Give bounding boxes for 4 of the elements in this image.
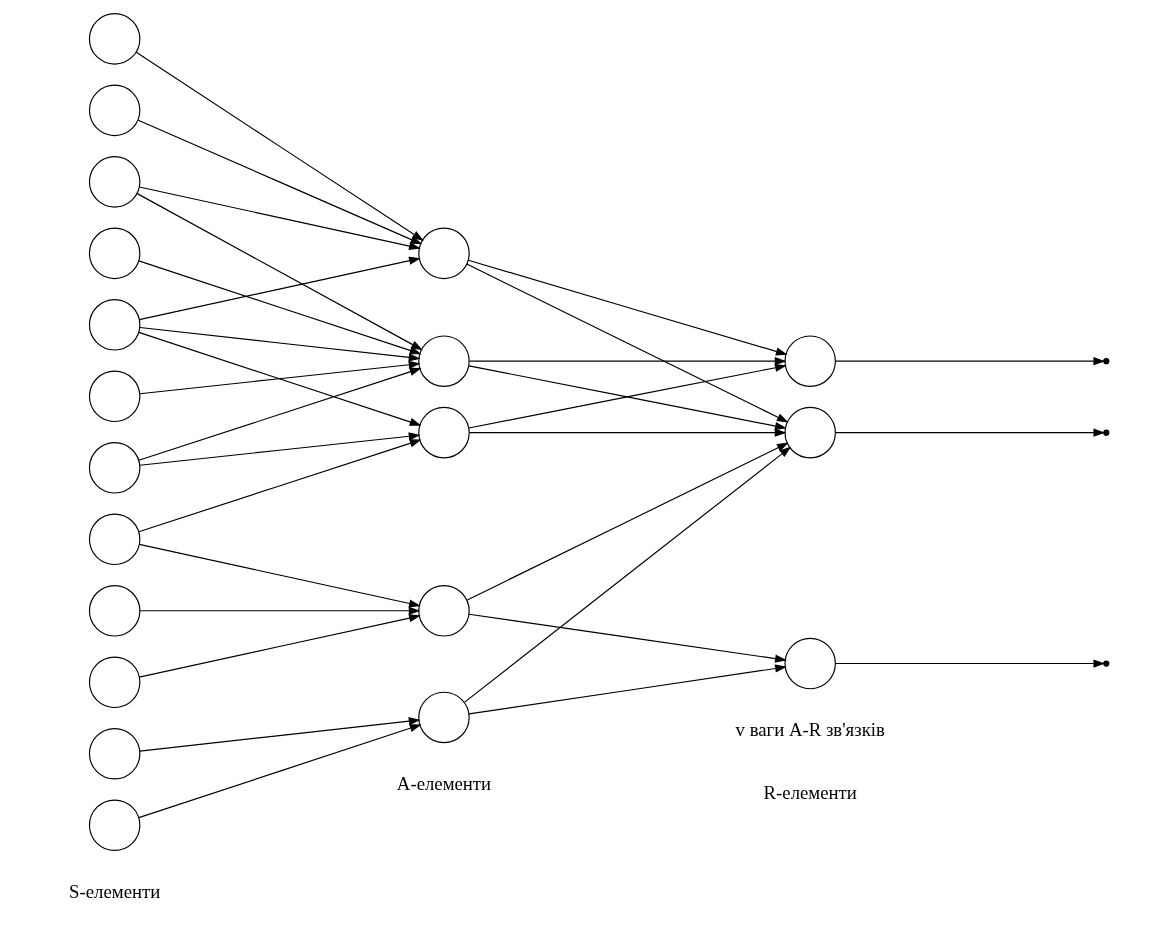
label: v ваги A-R зв'язків	[735, 718, 885, 740]
label: R-елементи	[763, 781, 857, 803]
label: S-елементи	[69, 880, 161, 902]
label: A-елементи	[396, 772, 492, 794]
